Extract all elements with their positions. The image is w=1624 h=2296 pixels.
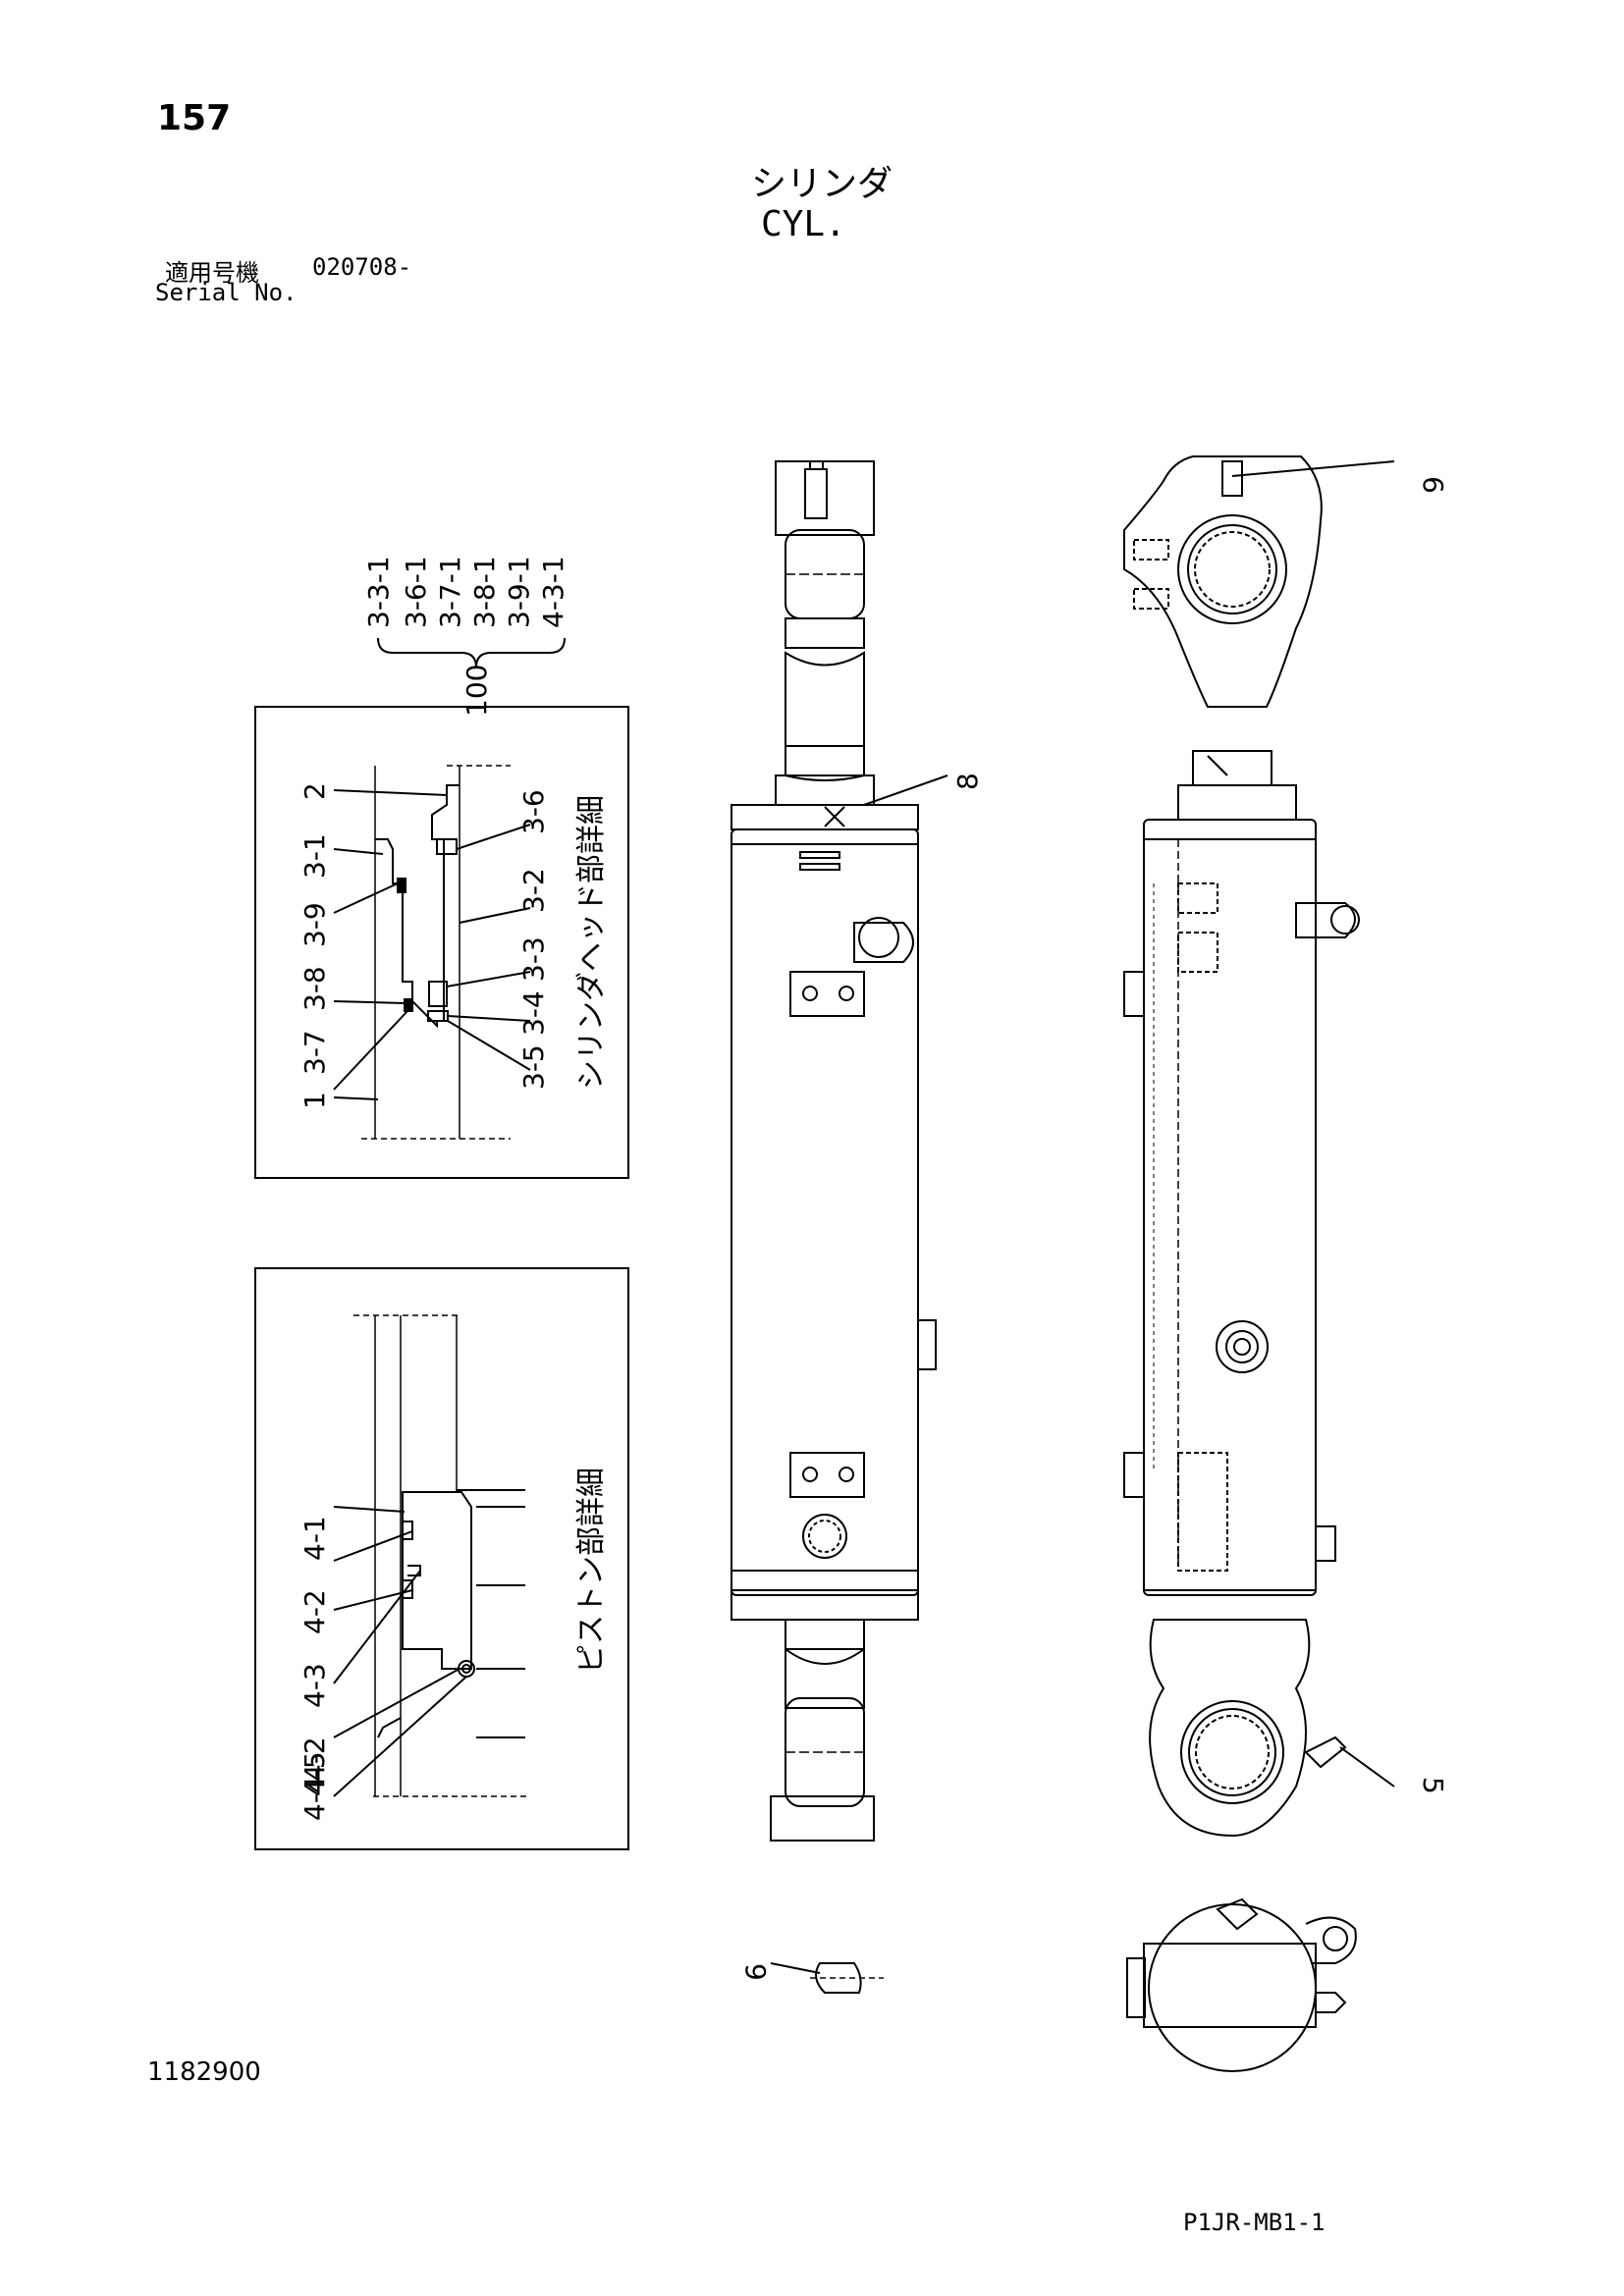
serial-label-english: Serial No. <box>155 279 298 306</box>
head-label-right: 3-5 <box>517 1044 550 1090</box>
piston-detail: 4-1 4-2 4-3 4-2 4-5 4-4 ピストン部詳細 <box>254 1267 629 1850</box>
title-japanese: シリンダ <box>751 164 893 204</box>
head-label-right: 3-2 <box>517 868 550 913</box>
callout-6: 6 <box>1417 476 1449 494</box>
piston-label: 4-1 <box>298 1516 331 1561</box>
head-label-left: 2 <box>298 782 331 800</box>
piston-detail-frame <box>254 1267 629 1850</box>
head-label-left: 1 <box>298 1092 331 1109</box>
part-9: 9 <box>739 1962 884 1994</box>
head-label-left: 3-7 <box>298 1030 331 1075</box>
piston-label: 4-5 <box>298 1751 331 1796</box>
head-label-left: 3-9 <box>298 902 331 947</box>
serial-value: 020708- <box>312 253 412 281</box>
head-detail-title: シリンダヘッド部詳細 <box>574 795 609 1090</box>
document-code: 1182900 <box>147 2057 261 2087</box>
head-label-right: 3-4 <box>517 990 550 1036</box>
kit-number: 100 <box>460 665 493 717</box>
title-english: CYL. <box>761 204 846 244</box>
end-view <box>1126 1897 1357 2072</box>
head-detail: 2 3-1 3-9 3-8 3-7 1 3-6 3-2 3-3 3-4 3-5 … <box>254 706 629 1179</box>
cylinder-side-view: 8 <box>731 460 984 1842</box>
serial-label-japanese: 適用号機 <box>165 259 259 287</box>
kit-item-label: 3-3-1 <box>362 556 395 628</box>
callout-9: 9 <box>739 1963 772 1981</box>
head-label-left: 3-8 <box>298 966 331 1011</box>
kit-item-label: 3-7-1 <box>434 556 466 628</box>
kit-item-label: 3-9-1 <box>503 556 535 628</box>
head-label-right: 3-3 <box>517 936 550 982</box>
piston-label: 4-3 <box>298 1663 331 1708</box>
piston-detail-title: ピストン部詳細 <box>574 1468 609 1674</box>
piston-label: 4-4 <box>298 1776 331 1821</box>
kit-group: 3-3-1 3-6-1 3-7-1 3-8-1 3-9-1 4-3-1 100 <box>362 556 569 717</box>
kit-item-label: 3-8-1 <box>468 556 501 628</box>
callout-5: 5 <box>1417 1777 1449 1794</box>
sheet-code: P1JR-MB1-1 <box>1183 2209 1326 2236</box>
head-detail-frame <box>254 706 629 1179</box>
head-label-left: 3-1 <box>298 833 331 879</box>
kit-item-label: 4-3-1 <box>537 556 569 628</box>
callout-8: 8 <box>951 773 984 790</box>
kit-brace <box>377 637 566 668</box>
cylinder-front-view: 6 5 <box>1123 455 1449 1838</box>
page-number: 157 <box>157 98 232 138</box>
kit-item-label: 3-6-1 <box>400 556 432 628</box>
piston-label: 4-2 <box>298 1589 331 1634</box>
piston-label: 4-2 <box>298 1736 331 1782</box>
